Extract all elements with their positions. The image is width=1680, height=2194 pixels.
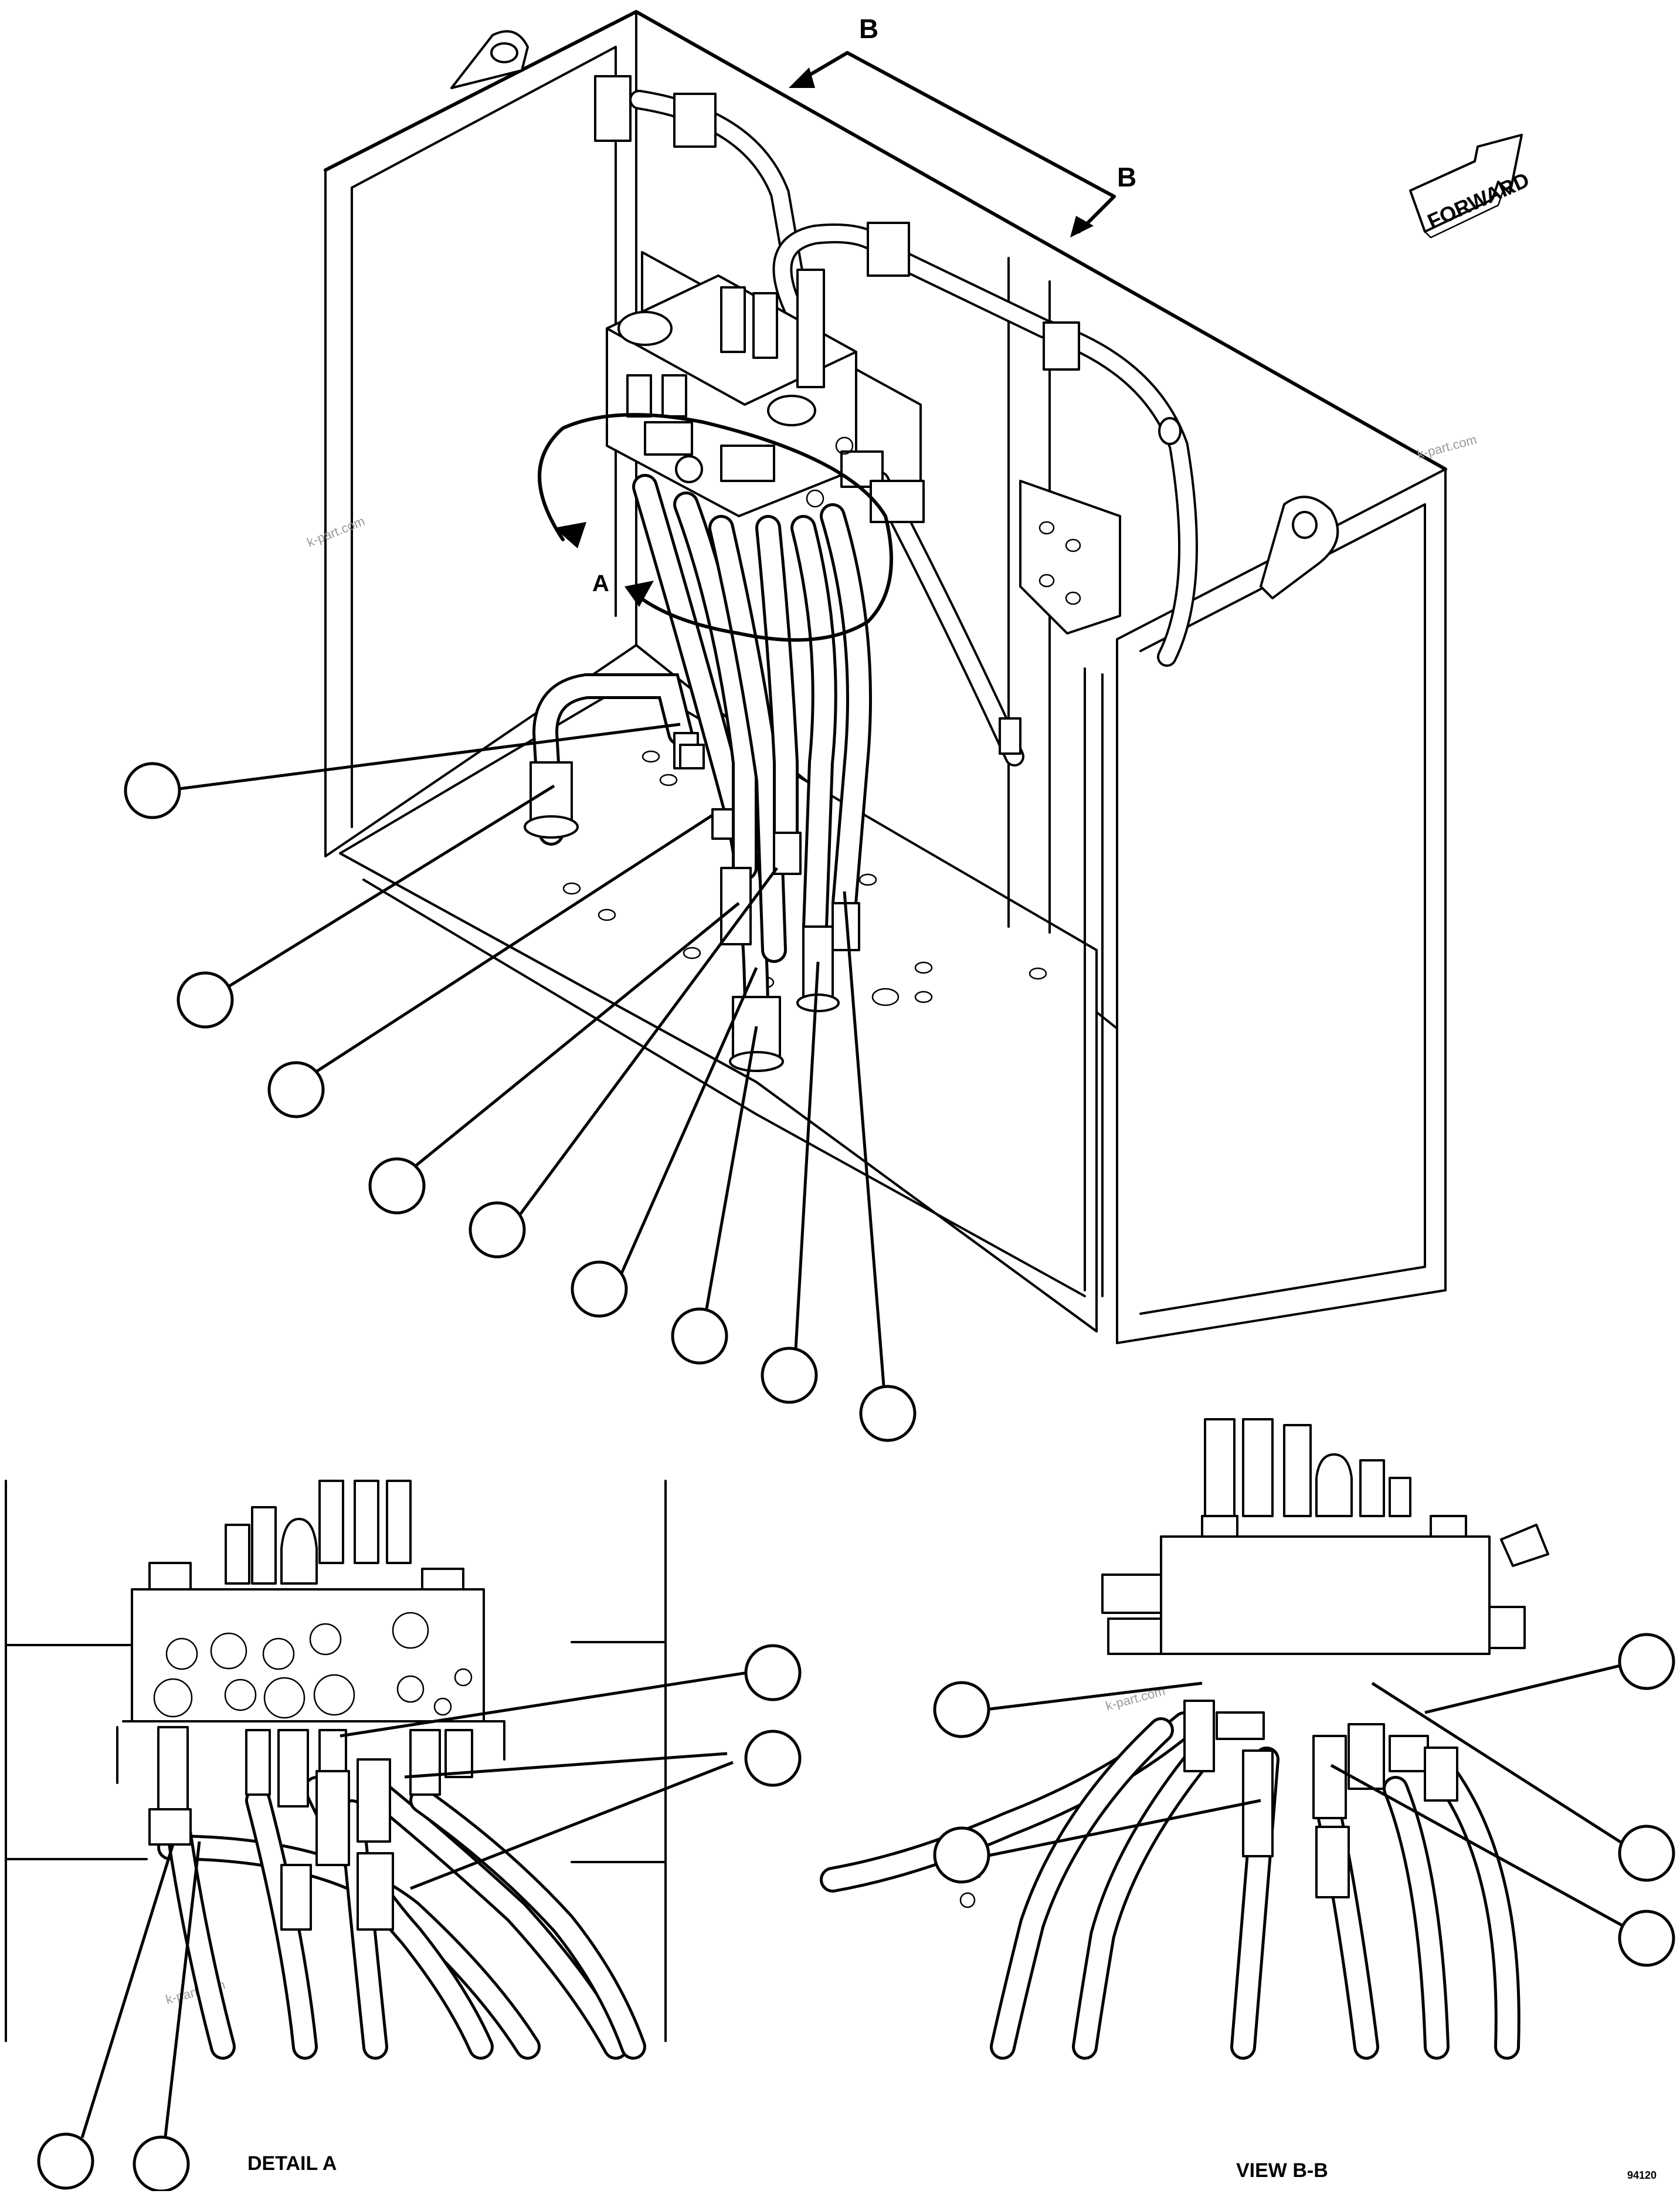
callout [37, 2132, 94, 2190]
lifting-eye-right [1260, 496, 1339, 599]
section-b-arrows [789, 51, 1116, 238]
callout [1618, 1825, 1675, 1882]
callout [469, 1201, 526, 1259]
callout [671, 1307, 728, 1365]
callout [761, 1347, 818, 1404]
detail-a-callouts [37, 1644, 802, 2193]
callout [177, 971, 234, 1029]
callout [859, 1385, 917, 1442]
view-bb-title: VIEW B-B [1236, 2159, 1328, 2182]
detail-a-title: DETAIL A [247, 2152, 337, 2175]
callout [571, 1260, 628, 1318]
detail-a-view [5, 1480, 667, 2060]
callout [267, 1061, 325, 1118]
section-b-label-top: B [859, 13, 878, 44]
callout [744, 1644, 802, 1701]
callout [368, 1157, 426, 1215]
watermark: k-part.com [1416, 432, 1478, 462]
callout [933, 1826, 990, 1884]
drawing-number: 94120 [1627, 2169, 1657, 2181]
cabinet [324, 10, 1447, 1344]
valve-block-main [606, 269, 884, 517]
callout [1618, 1910, 1675, 1967]
view-bb [820, 1418, 1549, 2060]
forward-arrow: FORWARD [1409, 134, 1533, 239]
callout [744, 1730, 802, 1787]
detail-a-ellipse [538, 413, 893, 642]
section-b-label-right: B [1117, 162, 1136, 192]
callout [133, 2135, 190, 2193]
detail-a-marker: A [592, 571, 609, 596]
upper-hoses [594, 75, 1198, 767]
callout [933, 1681, 990, 1738]
callout [124, 762, 181, 819]
main-callouts [124, 723, 917, 1442]
mounting-bracket [1019, 480, 1121, 635]
lifting-eye-top [450, 30, 529, 89]
detail-a-bolts [153, 1612, 473, 1719]
hose-bundle [632, 474, 925, 1072]
view-bb-callouts [933, 1633, 1675, 1967]
left-floor-hose [524, 673, 699, 846]
callout [1618, 1633, 1675, 1690]
